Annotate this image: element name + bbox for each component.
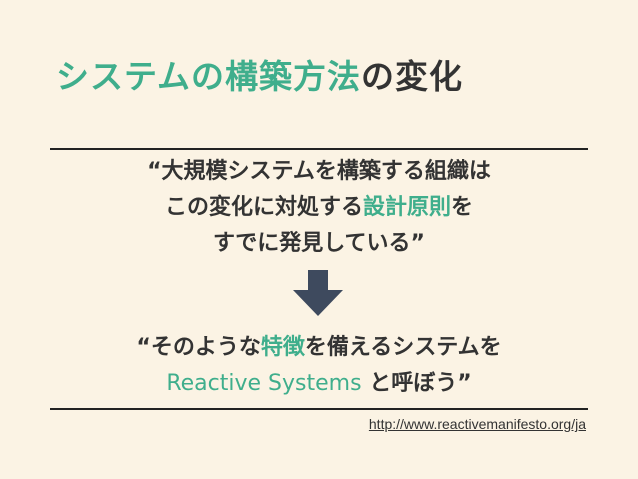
quote2-line-1-pre: “そのような: [136, 335, 261, 360]
title-accent: システムの構築方法: [56, 57, 362, 96]
characteristics-highlight: 特徴: [260, 335, 305, 360]
reactive-manifesto-link[interactable]: http://www.reactivemanifesto.org/ja: [368, 416, 586, 432]
top-divider: [50, 148, 588, 150]
quote2-line-1-post: を備えるシステムを: [304, 335, 502, 360]
quote-line-2: この変化に対処する設計原則を: [50, 190, 588, 226]
bottom-divider: [50, 408, 588, 410]
quote-principles: “大規模システムを構築する組織は この変化に対処する設計原則を すでに発見してい…: [50, 154, 588, 262]
quote2-line-2: Reactive Systems と呼ぼう”: [50, 366, 588, 402]
title-rest: の変化: [361, 57, 464, 96]
down-arrow-icon: [293, 270, 343, 316]
reactive-systems-highlight: Reactive Systems: [166, 371, 362, 396]
quote2-line-2-post: と呼ぼう”: [361, 371, 472, 396]
quote-line-1: “大規模システムを構築する組織は: [147, 159, 491, 184]
quote-line-2-pre: この変化に対処する: [164, 195, 363, 220]
quote-line-2-post: を: [451, 195, 474, 220]
quote-reactive: “そのような特徴を備えるシステムを Reactive Systems と呼ぼう”: [50, 330, 588, 402]
design-principles-highlight: 設計原則: [362, 195, 451, 220]
quote2-line-1: “そのような特徴を備えるシステムを: [50, 330, 588, 366]
slide-title: システムの構築方法の変化: [56, 50, 463, 98]
quote-line-3: すでに発見している”: [212, 231, 426, 256]
